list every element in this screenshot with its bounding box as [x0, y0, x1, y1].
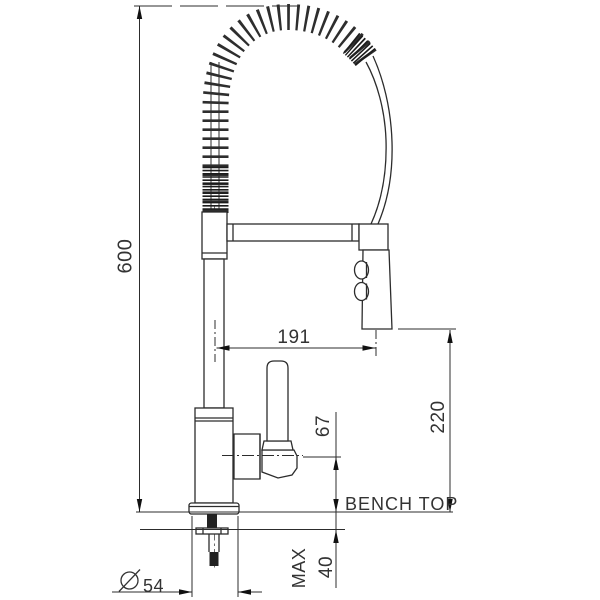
arrow-67-top — [333, 457, 339, 470]
mounting-washer — [195, 527, 229, 535]
arrow-40-bottom — [333, 530, 339, 543]
max-bench-thickness-label: 40 — [316, 556, 337, 578]
arrow-220-top — [447, 330, 453, 343]
spring-collar — [201, 211, 228, 260]
base-flange — [188, 502, 240, 515]
base-diameter-label: 54 — [143, 576, 164, 596]
arrow-220-bottom — [447, 499, 453, 512]
dimension-arrows — [136, 6, 453, 595]
outlet-height-label: 220 — [428, 400, 449, 433]
spray-head — [353, 223, 393, 330]
handle-connector — [261, 449, 298, 479]
arrow-600-top — [136, 6, 143, 19]
arrow-600-bottom — [136, 499, 143, 512]
spout-support-arm — [226, 223, 360, 242]
handle-height-label: 67 — [313, 415, 334, 437]
hose-tail — [209, 552, 219, 566]
lever-handle — [261, 360, 294, 451]
spray-head-body — [361, 249, 393, 330]
spout-reach-label: 191 — [277, 327, 310, 348]
hose — [365, 55, 393, 225]
inner-hose-lines — [210, 62, 220, 210]
faucet-outline — [188, 3, 393, 568]
under-bench-fittings — [195, 514, 229, 566]
arrow-54-right — [238, 589, 251, 595]
dimension-lines — [112, 5, 456, 597]
arrow-67-bottom — [333, 499, 339, 512]
spray-head-pivot — [358, 223, 389, 251]
spring-coil — [202, 3, 377, 213]
overall-height-label: 600 — [114, 239, 136, 274]
spring-end-cap — [342, 32, 376, 67]
threaded-shank — [207, 514, 217, 528]
spring-coil-open — [202, 3, 377, 212]
riser-pipe — [203, 258, 225, 409]
diameter-icon — [118, 569, 141, 592]
max-label: MAX — [289, 548, 309, 589]
arrow-191-right — [362, 345, 376, 351]
bench-top-label: BENCH TOP — [345, 494, 458, 514]
arrow-191-left — [216, 345, 230, 351]
arrow-54-left — [179, 589, 192, 595]
spray-head-buttons — [353, 260, 370, 302]
